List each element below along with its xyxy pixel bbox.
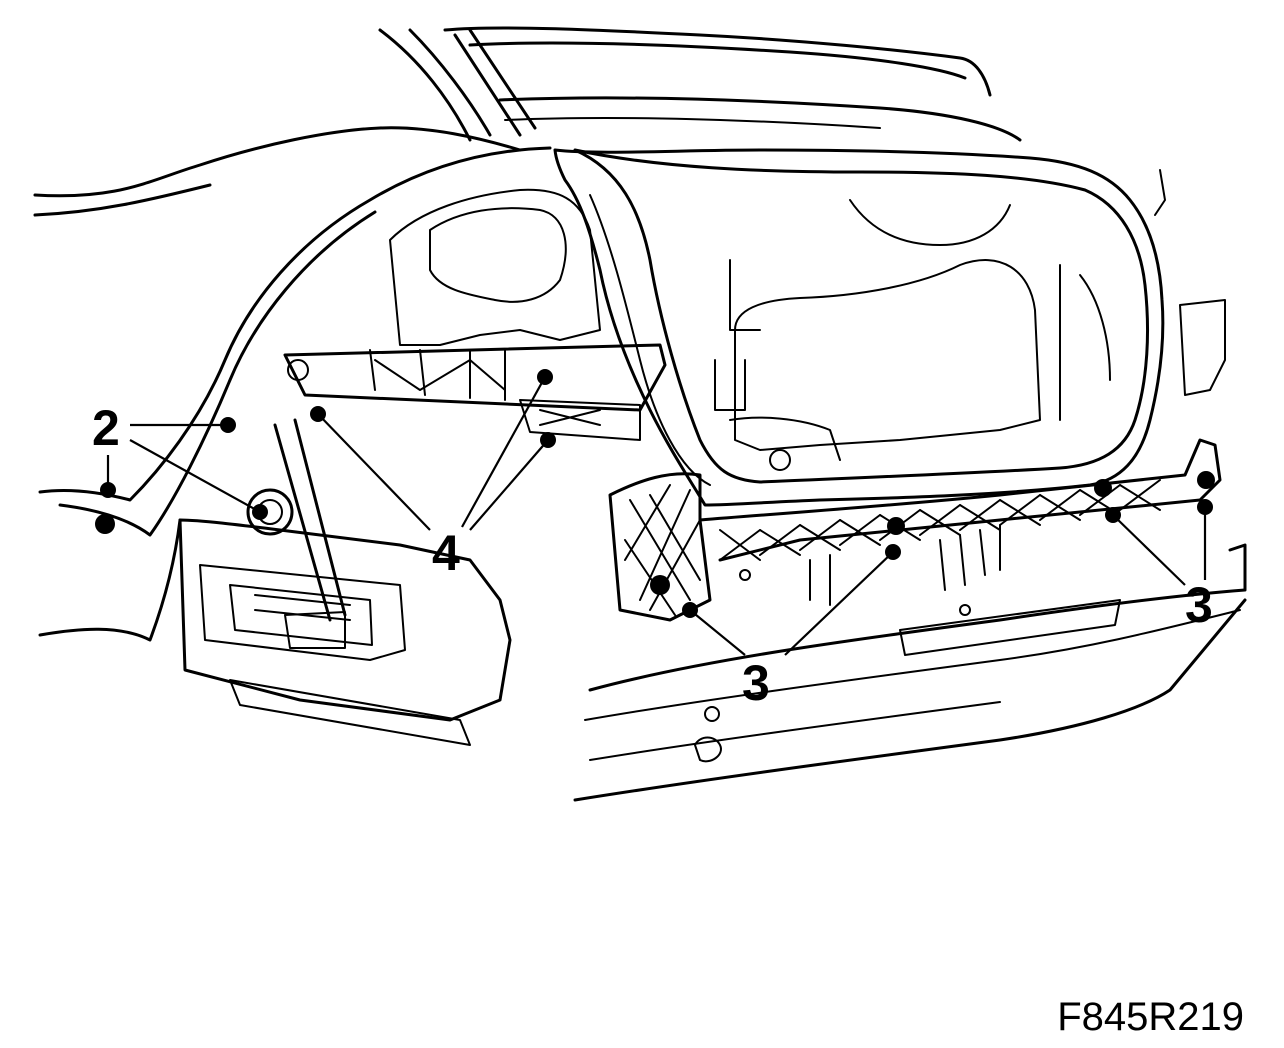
figure-reference-code: F845R219	[1057, 995, 1244, 1039]
leader-lines	[106, 376, 1207, 656]
car-rear-body-drawing	[33, 26, 1247, 802]
callout-3-bottom: 3	[742, 655, 770, 711]
callout-4: 4	[432, 525, 460, 581]
callout-3-right: 3	[1185, 577, 1213, 633]
callout-2: 2	[92, 400, 120, 456]
